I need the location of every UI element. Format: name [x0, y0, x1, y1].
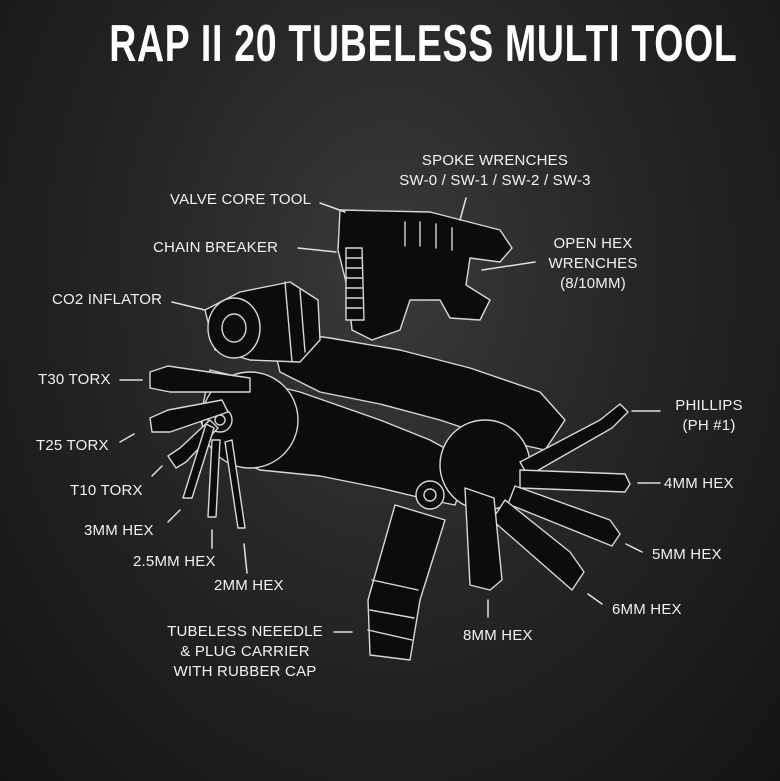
hex-key-2-5mm	[207, 439, 221, 518]
label-valve-core-tool: VALVE CORE TOOL	[170, 191, 312, 208]
label-6mm-hex: 6MM HEX	[612, 601, 682, 618]
page-title: RAP II 20 TUBELESS MULTI TOOL	[109, 15, 738, 73]
label-3mm-hex: 3MM HEX	[84, 522, 154, 539]
label-4mm-hex: 4MM HEX	[664, 475, 734, 492]
spoke-wrench-notches	[404, 221, 453, 251]
right-pivot-bolt	[415, 480, 445, 510]
leader-5mm	[625, 543, 643, 553]
leader-6mm	[587, 593, 603, 605]
label-chain-breaker: CHAIN BREAKER	[153, 239, 279, 256]
leader-valve-core	[319, 202, 346, 213]
label-t25-torx: T25 TORX	[36, 437, 109, 454]
hex-key-4mm	[519, 469, 631, 493]
hex-key-8mm	[464, 487, 503, 591]
label-open-hex-wrenches: OPEN HEX WRENCHES (8/10MM)	[548, 235, 638, 292]
label-phillips: PHILLIPS (PH #1)	[675, 397, 743, 434]
label-2-5mm-hex: 2.5MM HEX	[133, 553, 216, 570]
leader-2mm	[243, 543, 248, 574]
leader-co2	[171, 301, 206, 311]
leader-t25	[119, 433, 135, 443]
label-t30-torx: T30 TORX	[38, 371, 111, 388]
leader-t10	[151, 465, 163, 477]
leader-3mm	[167, 509, 181, 523]
label-tubeless-needle: TUBELESS NEEEDLE & PLUG CARRIER WITH RUB…	[167, 623, 323, 680]
label-spoke-wrenches: SPOKE WRENCHES SW-0 / SW-1 / SW-2 / SW-3	[399, 152, 591, 189]
tubeless-plug-carrier	[367, 504, 446, 661]
t30-torx-bit	[149, 365, 251, 393]
leader-chain-breaker	[297, 247, 337, 253]
label-5mm-hex: 5MM HEX	[652, 546, 722, 563]
leader-spoke-wrenches	[459, 197, 467, 221]
hex-key-2mm	[224, 439, 246, 529]
hex-key-3mm	[182, 423, 215, 499]
label-2mm-hex: 2MM HEX	[214, 577, 284, 594]
label-t10-torx: T10 TORX	[70, 482, 143, 499]
chain-breaker-body	[337, 209, 513, 341]
label-co2-inflator: CO2 INFLATOR	[52, 291, 163, 308]
t25-torx-bit	[149, 399, 229, 433]
hex-key-5mm	[507, 485, 621, 547]
leader-open-hex	[481, 261, 536, 271]
chain-breaker-screw	[345, 247, 365, 321]
label-8mm-hex: 8MM HEX	[463, 627, 533, 644]
